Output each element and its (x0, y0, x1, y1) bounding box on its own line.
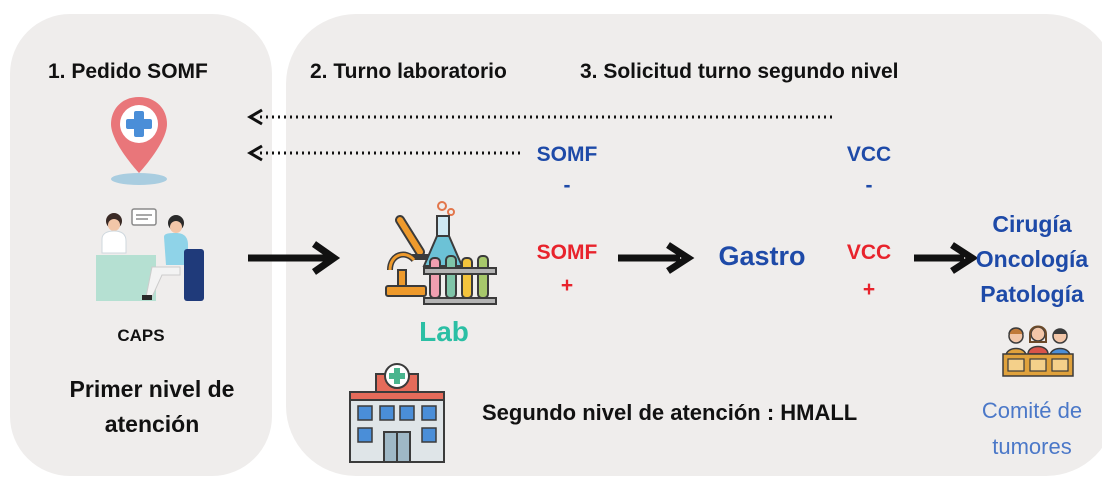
step2-heading: 2. Turno laboratorio (310, 60, 507, 83)
committee-line2: tumores (992, 434, 1072, 459)
lab-label: Lab (419, 316, 469, 347)
second-level-label: Segundo nivel de atención : HMALL (482, 400, 858, 425)
specialty-patologia: Patología (980, 281, 1084, 307)
dotted-arrow-step3 (247, 108, 832, 126)
somf-positive-sign: + (560, 274, 574, 297)
first-level-title-line1: Primer nivel de (69, 376, 235, 402)
arrow-caps-to-lab (248, 241, 341, 275)
caps-label: CAPS (117, 326, 165, 345)
step1-heading: 1. Pedido SOMF (48, 60, 208, 83)
somf-negative-label: SOMF (536, 143, 598, 166)
step3-heading: 3. Solicitud turno segundo nivel (580, 60, 899, 83)
somf-negative-sign: - (563, 174, 571, 197)
doctor-consultation-icon (96, 208, 204, 301)
first-level-title-line2: atención (104, 411, 200, 437)
specialty-oncologia: Oncología (975, 246, 1089, 272)
somf-positive-label: SOMF (536, 241, 598, 264)
arrow-vcc-to-specialties (914, 242, 979, 274)
vcc-negative-sign: - (865, 174, 873, 197)
arrow-somf-to-gastro (618, 242, 695, 274)
lab-microscope-icon (385, 201, 497, 305)
committee-line1: Comité de (981, 398, 1083, 423)
tumor-committee-icon (1002, 325, 1074, 377)
first-level-panel (10, 14, 272, 476)
dotted-arrow-step2 (247, 144, 520, 162)
gastro-label: Gastro (718, 241, 806, 271)
specialty-cirugia: Cirugía (992, 211, 1072, 237)
hospital-icon (349, 363, 445, 463)
vcc-positive-sign: + (862, 278, 876, 301)
location-pin-icon (111, 97, 167, 185)
vcc-positive-label: VCC (846, 241, 892, 264)
vcc-negative-label: VCC (846, 143, 892, 166)
